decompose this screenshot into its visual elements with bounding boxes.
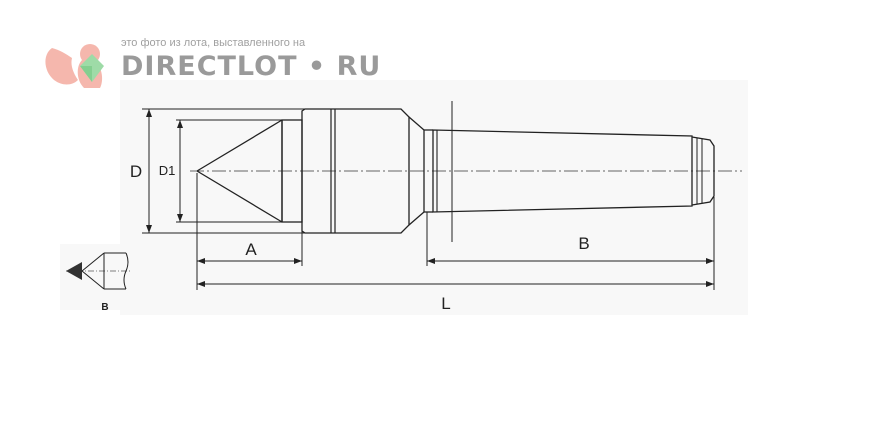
- inset-carbide-tip: [66, 262, 82, 280]
- watermark-caption: это фото из лота, выставленного на: [121, 37, 306, 49]
- label-d1: D1: [159, 163, 176, 178]
- label-l: L: [441, 294, 450, 313]
- arrowhead: [706, 281, 714, 287]
- inset-panel: [60, 244, 144, 310]
- inset-break-line: [123, 252, 129, 290]
- label-a: A: [245, 240, 257, 259]
- inset-cone-upper: [81, 252, 105, 272]
- arrowhead: [177, 120, 183, 128]
- label-d: D: [130, 162, 142, 181]
- watermark-brand: DIRECTLOT • RU: [121, 51, 382, 82]
- inset-label-b: B: [101, 302, 108, 313]
- arrowhead: [146, 109, 152, 117]
- arrowhead: [197, 258, 205, 264]
- cone-lower-edge: [196, 170, 283, 223]
- inset-detail: B: [60, 244, 144, 313]
- cone-upper-edge: [196, 119, 283, 172]
- squirrel-logo-icon: [45, 44, 104, 88]
- body-chamfer: [408, 211, 425, 226]
- label-b: B: [578, 234, 589, 253]
- drawing-panel: [120, 80, 748, 315]
- arrowhead: [427, 258, 435, 264]
- arrowhead: [146, 225, 152, 233]
- inset-cone-lower: [81, 270, 105, 290]
- body-chamfer: [408, 116, 425, 131]
- arrowhead: [197, 281, 205, 287]
- tang-end: [691, 136, 715, 206]
- arrowhead: [177, 214, 183, 222]
- arrowhead: [294, 258, 302, 264]
- taper-shank: [432, 129, 693, 213]
- arrowhead: [706, 258, 714, 264]
